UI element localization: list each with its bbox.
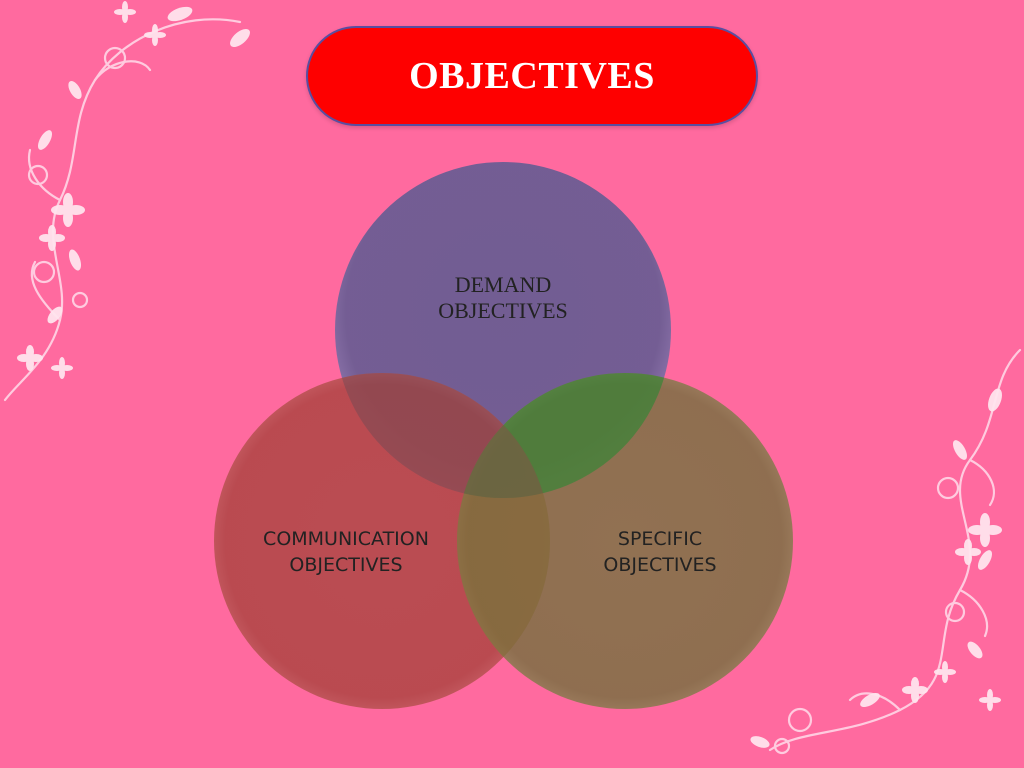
label-demand: DEMAND OBJECTIVES — [438, 272, 568, 323]
title-banner: OBJECTIVES — [306, 26, 758, 126]
page-title: OBJECTIVES — [409, 55, 655, 97]
label-communication: COMMUNICATION OBJECTIVES — [263, 528, 429, 576]
circle-communication — [214, 373, 550, 709]
overlap-demand-communication — [335, 373, 550, 498]
overlap-demand-specific — [457, 373, 671, 498]
label-specific: SPECIFIC OBJECTIVES — [603, 528, 717, 576]
